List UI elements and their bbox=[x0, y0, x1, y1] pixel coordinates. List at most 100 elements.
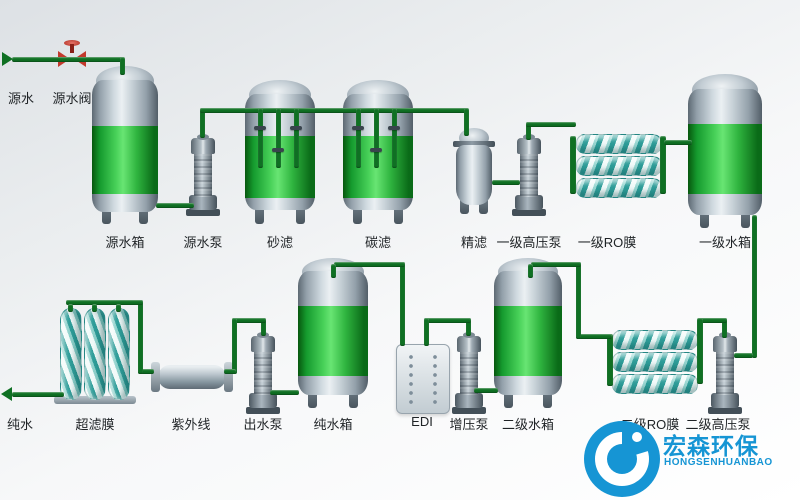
logo-company-name: 宏森环保 bbox=[663, 433, 759, 459]
pipe-segment bbox=[492, 180, 520, 185]
pump-volute bbox=[455, 393, 483, 408]
pipe-segment bbox=[697, 318, 703, 384]
pump-motor bbox=[191, 138, 215, 154]
label-outlet-pump: 出水泵 bbox=[243, 417, 283, 432]
pipe-segment bbox=[258, 108, 263, 168]
pure-water-tank bbox=[298, 258, 368, 412]
label-source-valve: 源水阀 bbox=[52, 91, 92, 106]
valve-knob bbox=[272, 148, 284, 152]
tank-leg bbox=[394, 206, 403, 224]
uv-flange bbox=[224, 362, 233, 392]
tank-leg bbox=[308, 390, 317, 408]
fine-filter-vessel bbox=[451, 128, 497, 216]
valve-handwheel bbox=[64, 40, 80, 46]
pipe-segment bbox=[356, 108, 361, 168]
ro-tube bbox=[576, 178, 662, 198]
pipe-segment bbox=[200, 108, 205, 138]
ro-tube bbox=[612, 374, 698, 394]
stage1-water-tank bbox=[688, 74, 762, 230]
label-pure-water: 纯水 bbox=[6, 417, 33, 432]
label-uf-membrane: 超滤膜 bbox=[75, 417, 115, 432]
logo-company-name-en: HONGSENHUANBAO bbox=[664, 457, 773, 468]
pipe-segment bbox=[116, 304, 121, 312]
tank-level-band bbox=[298, 306, 368, 376]
pump-column bbox=[520, 152, 538, 197]
uf-cylinder bbox=[60, 308, 82, 400]
uf-cylinder bbox=[84, 308, 106, 400]
flow-arrow-icon bbox=[1, 387, 12, 401]
label-pure-tank: 纯水箱 bbox=[313, 417, 353, 432]
ro-tube bbox=[576, 134, 662, 154]
booster-pump bbox=[452, 332, 486, 414]
tank-leg bbox=[700, 210, 709, 228]
tank-leg bbox=[543, 390, 552, 408]
tank-leg bbox=[349, 390, 358, 408]
pump-base bbox=[512, 209, 546, 216]
pipe-segment bbox=[474, 388, 498, 393]
pipe-segment bbox=[734, 353, 753, 358]
pipe-segment bbox=[392, 108, 397, 168]
pipe-segment bbox=[528, 264, 533, 278]
source-valve-icon bbox=[58, 40, 86, 68]
pipe-segment bbox=[374, 108, 379, 168]
label-source-water: 源水 bbox=[7, 91, 34, 106]
pipe-segment bbox=[576, 334, 612, 339]
pipe-segment bbox=[400, 262, 405, 346]
edi-dot-column bbox=[430, 352, 440, 406]
pipe-segment bbox=[232, 318, 266, 323]
pump-motor bbox=[713, 336, 737, 352]
pipe-segment bbox=[200, 108, 468, 113]
uv-tube bbox=[158, 365, 226, 389]
uv-sterilizer bbox=[151, 362, 233, 392]
pipe-segment bbox=[660, 136, 666, 194]
tank-leg bbox=[353, 206, 362, 224]
pipe-segment bbox=[698, 318, 727, 323]
pipe-segment bbox=[66, 300, 143, 305]
pump-column bbox=[194, 152, 212, 197]
label-carbon-filter: 碳滤 bbox=[364, 235, 391, 250]
edi-dot-column bbox=[406, 352, 416, 406]
valve-knob bbox=[370, 148, 382, 152]
ro-tube bbox=[612, 330, 698, 350]
uv-flange bbox=[151, 362, 160, 392]
pump-base bbox=[246, 407, 280, 414]
pipe-segment bbox=[531, 262, 581, 267]
pump-base bbox=[186, 209, 220, 216]
pipe-segment bbox=[570, 136, 576, 194]
pipe-segment bbox=[92, 304, 97, 312]
pipe-segment bbox=[138, 300, 143, 374]
uf-cylinder bbox=[108, 308, 130, 400]
ro-tube bbox=[576, 156, 662, 176]
valve-knob bbox=[290, 126, 302, 130]
pipe-segment bbox=[12, 57, 124, 62]
pipe-segment bbox=[334, 262, 405, 267]
label-fine-filter: 精滤 bbox=[460, 235, 487, 250]
pipe-segment bbox=[526, 122, 531, 140]
tank-leg bbox=[255, 206, 264, 224]
edi-module bbox=[396, 344, 450, 414]
label-stage1-tank: 一级水箱 bbox=[698, 235, 751, 250]
tank-level-band bbox=[688, 124, 762, 194]
pipe-segment bbox=[120, 57, 125, 75]
label-uv-sterilizer: 紫外线 bbox=[171, 417, 211, 432]
stage2-ro-membranes bbox=[604, 326, 704, 396]
pump-base bbox=[452, 407, 486, 414]
tank-leg bbox=[102, 206, 111, 224]
label-stage2-tank: 二级水箱 bbox=[501, 417, 554, 432]
pipe-segment bbox=[270, 390, 299, 395]
label-booster-pump: 增压泵 bbox=[449, 417, 489, 432]
pipe-segment bbox=[664, 140, 692, 145]
tank-leg bbox=[479, 200, 488, 214]
tank-leg bbox=[504, 390, 513, 408]
label-edi: EDI bbox=[411, 414, 433, 429]
pipe-segment bbox=[294, 108, 299, 168]
stage1-ro-membranes bbox=[568, 130, 668, 200]
pipe-segment bbox=[224, 369, 236, 374]
pipe-segment bbox=[464, 108, 469, 136]
pump-column bbox=[254, 350, 272, 395]
pump-motor bbox=[517, 138, 541, 154]
label-stage1-ro: 一级RO膜 bbox=[577, 235, 637, 250]
pipe-segment bbox=[12, 392, 64, 397]
pipe-segment bbox=[752, 215, 757, 358]
